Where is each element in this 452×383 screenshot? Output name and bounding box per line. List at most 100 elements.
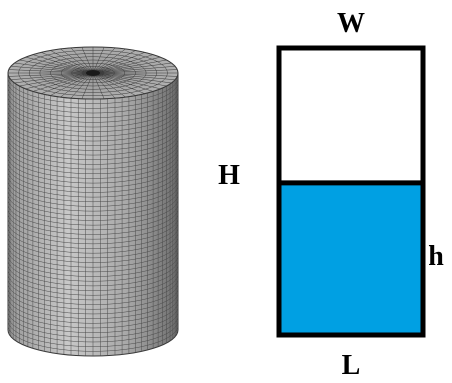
mesh-line — [92, 72, 105, 99]
mesh-line — [92, 72, 116, 99]
mesh-line — [8, 124, 178, 151]
mesh-line — [8, 119, 178, 146]
mesh-line — [92, 48, 126, 74]
mesh-line — [92, 50, 136, 74]
mesh-line — [8, 138, 178, 165]
mesh-line — [8, 110, 178, 137]
mesh-line — [92, 72, 136, 96]
mesh-line — [32, 72, 94, 92]
mesh-line — [8, 91, 178, 118]
mesh-line — [8, 171, 178, 198]
mesh-line — [92, 56, 161, 74]
mesh-line — [92, 72, 126, 98]
mesh-line — [92, 52, 145, 74]
mesh-line — [60, 48, 94, 74]
mesh-line — [8, 301, 178, 329]
mesh-line — [92, 66, 176, 74]
mesh-line — [8, 180, 178, 207]
mesh-line — [19, 59, 94, 74]
mesh-line — [8, 213, 178, 240]
label-fill-height: h — [428, 241, 444, 272]
mesh-line — [41, 52, 94, 74]
cylinder-top-mesh — [7, 46, 179, 100]
mesh-line — [8, 236, 178, 263]
mesh-line — [8, 185, 178, 212]
mesh-line — [8, 320, 178, 347]
mesh-line — [92, 69, 178, 74]
mesh-line — [70, 72, 94, 99]
mesh-line — [8, 269, 178, 296]
mesh-line — [60, 72, 94, 98]
mesh-line — [8, 115, 178, 142]
mesh-line — [92, 72, 154, 92]
mesh-line — [92, 59, 167, 74]
mesh-line — [8, 231, 178, 259]
cylinder-body-mesh — [8, 73, 178, 356]
mesh-line — [25, 72, 94, 90]
label-length: L — [342, 350, 361, 381]
mesh-line — [41, 72, 94, 94]
mesh-line — [92, 72, 161, 90]
mesh-line — [8, 208, 178, 235]
mesh-line — [10, 66, 94, 74]
mesh-line — [8, 306, 178, 333]
mesh-line — [8, 255, 178, 282]
mesh-line — [8, 175, 178, 203]
mesh-line — [8, 297, 178, 324]
mesh-line — [8, 143, 178, 170]
tank-schematic — [276, 45, 426, 338]
tank-outline — [276, 45, 426, 338]
mesh-line — [8, 157, 178, 184]
mesh-line — [8, 199, 178, 226]
meshed-cylinder — [7, 46, 179, 357]
mesh-line — [25, 56, 94, 74]
mesh-line — [81, 72, 94, 99]
mesh-line — [92, 72, 178, 77]
mesh-line — [8, 264, 178, 291]
mesh-line — [8, 292, 178, 319]
mesh-line — [8, 227, 178, 254]
mesh-line — [8, 147, 178, 174]
mesh-line — [70, 47, 94, 74]
mesh-line — [8, 283, 178, 310]
mesh-line — [50, 72, 94, 96]
mesh-line — [8, 69, 94, 74]
mesh-line — [8, 194, 178, 221]
mesh-line — [10, 72, 94, 80]
mesh-line — [8, 241, 178, 268]
fluid-fill — [279, 182, 423, 335]
mesh-line — [8, 222, 178, 249]
mesh-line — [8, 105, 178, 132]
mesh-line — [92, 47, 116, 74]
cylinder-top-center — [86, 70, 100, 76]
mesh-line — [8, 311, 178, 338]
mesh-line — [92, 47, 105, 74]
mesh-line — [92, 72, 167, 87]
mesh-line — [14, 62, 94, 74]
mesh-line — [8, 203, 178, 231]
mesh-line — [92, 72, 172, 84]
mesh-line — [92, 72, 145, 94]
mesh-line — [50, 50, 94, 74]
mesh-line — [8, 152, 178, 179]
mesh-line — [8, 161, 178, 189]
mesh-line — [8, 287, 178, 315]
mesh-line — [8, 77, 178, 104]
mesh-line — [8, 96, 178, 123]
mesh-line — [8, 278, 178, 305]
mesh-line — [32, 54, 94, 74]
mesh-line — [8, 250, 178, 277]
mesh-line — [8, 217, 178, 245]
mesh-line — [8, 101, 178, 128]
mesh-line — [8, 259, 178, 287]
mesh-line — [8, 129, 178, 156]
mesh-line — [92, 62, 172, 74]
mesh-line — [81, 47, 94, 74]
mesh-line — [8, 315, 178, 343]
mesh-line — [8, 166, 178, 193]
mesh-line — [14, 72, 94, 84]
mesh-line — [8, 87, 178, 114]
label-height: H — [218, 160, 240, 191]
label-width: W — [337, 8, 365, 39]
